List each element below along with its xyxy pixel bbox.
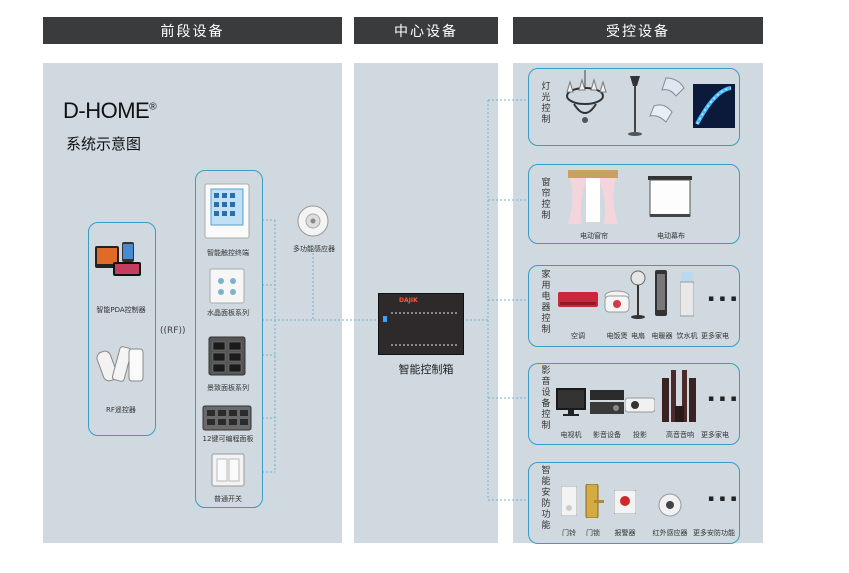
electric-curtain-icon — [568, 170, 618, 224]
remote-controllers-box — [88, 222, 156, 436]
projection-screen-label: 电动幕布 — [657, 232, 685, 240]
programmable-panel-icon — [202, 405, 252, 431]
projection-screen-icon — [648, 176, 692, 217]
av-control-title: 影音设备控制 — [541, 366, 551, 431]
water-dispenser-icon — [680, 272, 694, 317]
projector-label: 投影 — [633, 431, 647, 439]
crystal-panel-icon — [209, 268, 245, 304]
electric-curtain-label: 电动窗帘 — [580, 232, 608, 240]
rf-remote-label: RF遥控器 — [106, 406, 136, 414]
multi-sensor-label: 多功能感应器 — [293, 245, 335, 253]
floor-lamp-icon — [628, 76, 642, 136]
touch-terminal-icon — [204, 183, 250, 239]
av-receiver-label: 影音设备 — [593, 431, 621, 439]
control-box-label: 智能控制箱 — [398, 363, 454, 376]
wall-switch-label: 普通开关 — [214, 495, 242, 503]
door-lock-label: 门锁 — [586, 529, 600, 537]
av-control-box — [528, 363, 740, 445]
television-icon — [556, 388, 586, 416]
chandelier-icon — [566, 70, 607, 123]
front-column — [43, 63, 342, 543]
av-receiver-icon — [590, 390, 624, 414]
electric-heater-label: 电暖器 — [651, 332, 673, 340]
doorbell-label: 门铃 — [562, 529, 576, 537]
infrared-sensor-icon — [658, 493, 682, 517]
lighting-control-box — [528, 68, 740, 146]
more-av-label: 更多家电 — [701, 431, 729, 439]
curtain-control-title: 窗帘控制 — [541, 178, 551, 221]
header-front-devices: 前段设备 — [43, 17, 342, 44]
curtain-control-box — [528, 164, 740, 244]
air-conditioner-label: 空调 — [571, 332, 585, 340]
electric-heater-icon — [655, 270, 667, 316]
security-title: 智能安防功能 — [541, 466, 551, 531]
rf-remote-icon — [96, 346, 144, 382]
control-box: DAJIK — [378, 293, 464, 355]
panels-box — [195, 170, 263, 508]
wall-switch-icon — [211, 453, 245, 487]
air-conditioner-icon — [558, 292, 598, 307]
control-box-indicator — [383, 316, 387, 322]
brand-logo-text: D-HOME — [63, 98, 150, 123]
lighting-control-title: 灯光控制 — [541, 82, 551, 125]
multi-sensor-icon — [297, 205, 329, 237]
projector-icon — [625, 397, 655, 413]
more-security-label: 更多安防功能 — [693, 529, 735, 537]
rf-tag-text: RF — [167, 326, 179, 336]
appliance-control-box — [528, 265, 740, 347]
more-av-marker: ▪ ▪ ▪ — [708, 394, 738, 404]
doorbell-icon — [561, 486, 577, 516]
brand-logo: D-HOME® — [63, 98, 157, 124]
rf-signal-tag: ((RF)) — [160, 326, 186, 336]
rf-signal-right-icon: )) — [178, 326, 186, 336]
scene-panel-icon — [208, 336, 246, 376]
crystal-panel-label: 水晶面板系列 — [207, 309, 249, 317]
appliance-control-title: 家用电器控制 — [541, 270, 551, 335]
television-label: 电视机 — [560, 431, 582, 439]
registered-mark: ® — [149, 101, 157, 113]
led-strip-icon — [693, 84, 735, 128]
pda-controller-label: 智能PDA控制器 — [96, 306, 146, 314]
more-security-marker: ▪ ▪ ▪ — [708, 494, 738, 504]
more-appliances-marker: ▪ ▪ ▪ — [708, 294, 738, 304]
electric-fan-label: 电扇 — [631, 332, 645, 340]
door-lock-icon — [585, 484, 604, 518]
security-box — [528, 462, 740, 544]
more-appliances-label: 更多家电 — [701, 332, 729, 340]
alarm-icon — [614, 490, 636, 514]
rf-signal-left-icon: (( — [160, 326, 168, 336]
brand-subtitle: 系统示意图 — [66, 135, 142, 153]
control-box-terminals — [391, 312, 457, 346]
control-box-brand: DAJIK — [399, 297, 418, 304]
alarm-label: 报警器 — [614, 529, 636, 537]
infrared-sensor-label: 红外感应器 — [652, 529, 688, 537]
spotlight-bulb-icon — [649, 77, 685, 123]
header-center-devices: 中心设备 — [354, 17, 498, 44]
pda-tablet-icon — [95, 242, 141, 276]
speakers-label: 高音音响 — [666, 431, 694, 439]
electric-fan-icon — [630, 270, 646, 319]
header-controlled-devices: 受控设备 — [513, 17, 763, 44]
programmable-panel-label: 12键可编程面板 — [202, 435, 254, 443]
scene-panel-label: 景致面板系列 — [207, 384, 249, 392]
rice-cooker-icon — [604, 290, 630, 313]
touch-terminal-label: 智能触控终端 — [207, 249, 249, 257]
water-dispenser-label: 饮水机 — [676, 332, 698, 340]
speakers-icon — [662, 370, 696, 422]
rice-cooker-label: 电饭煲 — [606, 332, 628, 340]
